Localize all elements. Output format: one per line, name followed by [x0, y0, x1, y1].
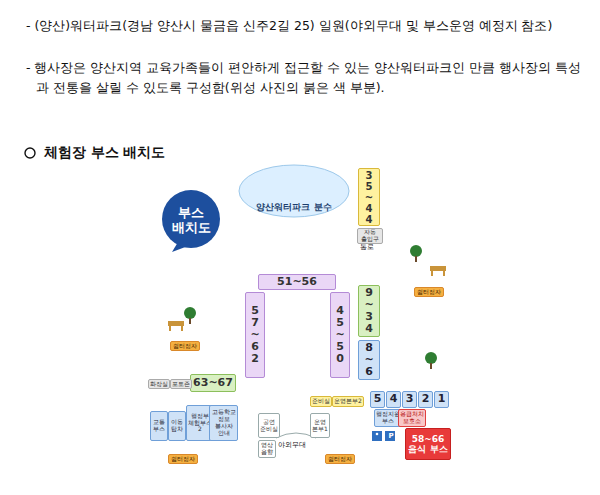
node-text: 63~67: [193, 377, 233, 390]
node-text: 쉼터정자: [417, 289, 441, 296]
bench-icons: [168, 266, 446, 331]
node-text: 4: [390, 393, 398, 406]
node-text: 쉼터정자: [171, 456, 195, 463]
node-text: 1: [438, 393, 446, 406]
node-text: 공연 준비실: [259, 419, 279, 433]
node-text: 영상 음향: [259, 442, 275, 456]
parking-label: P: [387, 430, 395, 442]
node-text: 9~34: [364, 287, 375, 335]
bubble-badge: 부스 배치도: [158, 190, 224, 252]
node-text: 5: [374, 393, 382, 406]
rest-area: 쉼터정자: [170, 341, 200, 351]
node-text: 쉼터정자: [173, 343, 197, 350]
node-text: 51~56: [277, 276, 317, 289]
stage-room: 영상 음향: [258, 440, 276, 458]
facility-box: 운영본부2: [332, 396, 364, 407]
booth-range: 58~66: [412, 434, 445, 444]
node-text: 부스 배치도: [168, 206, 214, 236]
node-text: 운영본부2: [334, 398, 362, 405]
node-text: 자동 출입구: [358, 229, 382, 243]
booth-number: 1: [434, 391, 449, 408]
facility-box: 교통 부스: [150, 411, 168, 441]
booth-block: 57~62: [245, 292, 265, 378]
node-text: 준비실: [312, 398, 330, 405]
stage-label: 야외무대: [278, 440, 318, 451]
node-text: 쉼터정자: [328, 456, 352, 463]
facility-box: 준비실: [310, 396, 332, 407]
node-text: 교통 부스: [151, 419, 167, 433]
node-text: 이동 탑차: [169, 419, 185, 433]
node-text: 화장실: [150, 381, 168, 388]
rest-area: 쉼터정자: [414, 287, 444, 297]
booth-block: 63~67: [190, 374, 236, 392]
body-text: - (양산)워터파크(경남 양산시 물금읍 신주2길 25) 일원(야외무대 및…: [26, 16, 592, 36]
stage-room: 공연 준비실: [258, 413, 280, 438]
bullet-circle: [25, 148, 35, 158]
node-text: 양산워터파크 분수: [256, 202, 331, 212]
node-text: 포토존: [172, 381, 190, 388]
node-text: 음식 부스: [408, 444, 447, 454]
entrance-box: 자동 출입구: [357, 228, 383, 244]
node-text: 57~62: [250, 305, 261, 365]
facility-box: 이동 탑차: [168, 411, 186, 441]
body-text: - 행사장은 양산지역 교육가족들이 편안하게 접근할 수 있는 양산워터파크인…: [26, 58, 592, 98]
fountain-area: 양산워터파크 분수: [238, 163, 350, 218]
booth-block: 8~6: [358, 340, 380, 380]
tree-icons: [184, 245, 450, 455]
stage-room: 운영 본부1: [310, 413, 330, 438]
node-text: 운영 본부1: [311, 419, 329, 433]
food-booth: 58~66음식 부스: [405, 428, 451, 460]
booth-block: 9~34: [358, 285, 380, 337]
node-text: 응급처치 보호소: [399, 411, 425, 425]
section-title: 체험장 부스 배치도: [44, 144, 165, 160]
parking-icon: [385, 431, 395, 441]
booth-block: 45~50: [330, 292, 350, 378]
node-text: 2: [422, 393, 430, 406]
booth-block: 35~44: [358, 168, 380, 226]
facility-box: 포토존: [170, 379, 192, 389]
node-text: 고등학교 정보 봉사자 안내: [210, 409, 237, 437]
booth-number: 3: [402, 391, 417, 408]
rest-area: 쉼터정자: [325, 454, 355, 464]
facility-box: 고등학교 정보 봉사자 안내: [209, 405, 238, 441]
booth-block: 51~56: [258, 274, 336, 290]
booth-number: 4: [386, 391, 401, 408]
first-aid-box: 응급처치 보호소: [398, 409, 426, 427]
node-text: 45~50: [335, 305, 346, 365]
node-text: 8~6: [364, 342, 375, 378]
node-text: 35~44: [364, 170, 374, 225]
booth-number: 5: [370, 391, 385, 408]
access-icon: [372, 431, 382, 441]
node-text: 3: [406, 393, 414, 406]
booth-number: 2: [418, 391, 433, 408]
rest-area: 쉼터정자: [168, 454, 198, 464]
facility-box: 화장실: [148, 379, 170, 389]
